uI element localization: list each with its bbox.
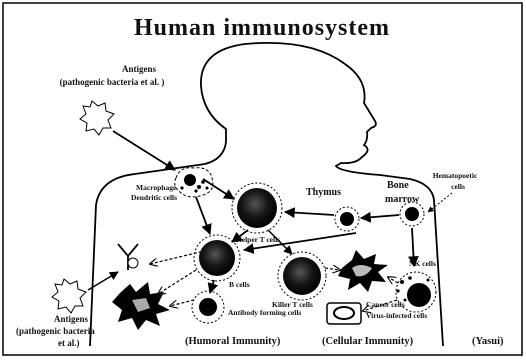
killer-t-cell [278, 252, 326, 300]
bone-label: Bone [387, 180, 409, 191]
hematopoetic-label: Hematopoetic [433, 171, 478, 180]
antibody-forming-label: Antibody forming cells [228, 308, 301, 317]
helper-t-cell [232, 183, 282, 233]
humoral-immunity-label: (Humoral Immunity) [185, 336, 281, 347]
bone-marrow-cell [400, 202, 424, 226]
antigens-top-sublabel: (pathogenic bacteria et al. ) [60, 77, 165, 87]
antigens-bottom-sublabel-1: (pathogenic bacteria [16, 326, 95, 336]
antibody-forming-cell [192, 291, 224, 323]
antigens-bottom-label: Antigens [54, 314, 89, 324]
thymus-label: Thymus [306, 187, 341, 198]
antigens-top-label: Antigens [122, 64, 157, 74]
antigen-bound-icon [128, 258, 138, 268]
virus-infected-cell [327, 303, 361, 324]
macrophage-label: Macrophage [136, 183, 177, 192]
virus-infected-label: Virus-infected cells [366, 311, 427, 320]
thymus-cell [335, 207, 359, 231]
cellular-immunity-label: (Cellular Immunity) [322, 336, 414, 347]
b-cells-label: B cells [229, 280, 250, 289]
hematopoetic-cells-label: cells [451, 182, 465, 191]
antigens-bottom-sublabel-2: et al.) [58, 338, 80, 348]
dendritic-label: Dendritic cells [131, 193, 177, 202]
diagram-title: Human immunosystem [134, 15, 390, 41]
credit-label: (Yasui) [472, 336, 504, 347]
